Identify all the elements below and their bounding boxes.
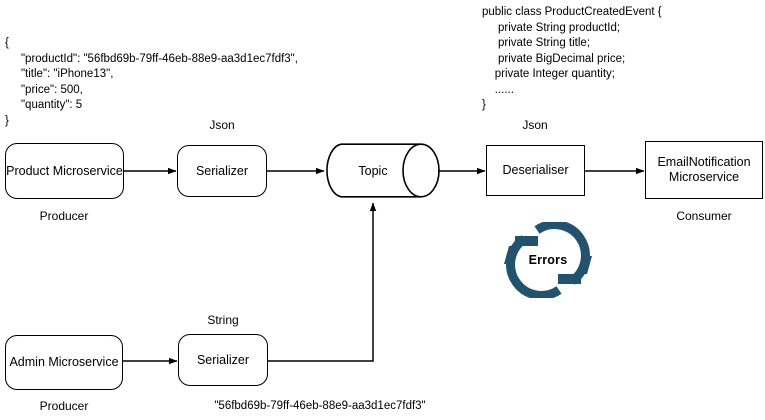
label-json-over-serializer: Json (209, 118, 235, 132)
node-email-label-line1: EmailNotification (657, 155, 751, 169)
node-admin-microservice-label: Admin Microservice (9, 355, 119, 369)
node-deserialiser-label: Deserialiser (502, 163, 569, 177)
label-consumer: Consumer (676, 209, 732, 223)
label-producer-top: Producer (39, 209, 89, 223)
cylinder-shape (326, 143, 440, 198)
node-email-label-line2: Microservice (668, 170, 740, 184)
node-email-notification-microservice[interactable]: EmailNotification Microservice (645, 141, 763, 199)
node-admin-microservice[interactable]: Admin Microservice (5, 335, 123, 390)
node-serializer-string[interactable]: Serializer (178, 334, 268, 386)
json-payload-code-block: { "productId": "56fbd69b-79ff-46eb-88e9-… (5, 37, 298, 127)
errors-retry-group: Errors (493, 220, 603, 300)
node-serializer-string-label: Serializer (196, 352, 250, 367)
node-email-notification-microservice-label: EmailNotification Microservice (657, 155, 750, 185)
node-topic[interactable]: Topic (325, 143, 445, 198)
retry-loop-icon (504, 220, 592, 300)
label-json-over-deserialiser: Json (522, 118, 548, 132)
label-producer-bottom: Producer (39, 399, 89, 413)
node-product-microservice[interactable]: Product Microservice (5, 143, 124, 199)
node-serializer-json[interactable]: Serializer (177, 145, 267, 197)
node-topic-label: Topic (358, 163, 388, 178)
node-deserialiser[interactable]: Deserialiser (486, 145, 585, 196)
errors-label: Errors (528, 253, 568, 267)
node-serializer-json-label: Serializer (195, 163, 249, 178)
node-product-microservice-label: Product Microservice (6, 163, 123, 178)
label-string-over-serializer: String (207, 313, 239, 327)
label-uuid-string-value: "56fbd69b-79ff-46eb-88e9-aa3d1ec7fdf3" (214, 400, 426, 412)
java-class-code-block: public class ProductCreatedEvent { priva… (482, 6, 662, 111)
